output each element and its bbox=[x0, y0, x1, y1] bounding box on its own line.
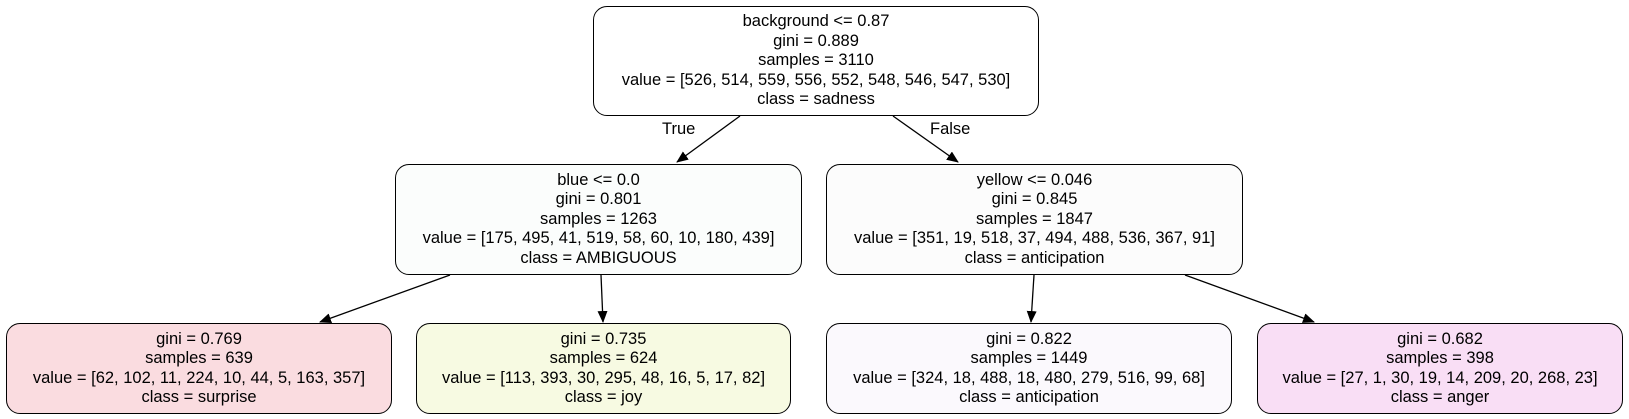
node-samples: samples = 639 bbox=[145, 349, 253, 367]
edge-right-rightright bbox=[1184, 274, 1315, 323]
node-gini: gini = 0.889 bbox=[773, 31, 859, 50]
node-gini: gini = 0.735 bbox=[560, 329, 647, 348]
node-class: class = AMBIGUOUS bbox=[520, 248, 677, 267]
node-class: class = anticipation bbox=[959, 388, 1099, 406]
node-class: class = surprise bbox=[141, 388, 257, 406]
tree-leaf-left-left: gini = 0.769 samples = 639 value = [62, … bbox=[6, 323, 392, 414]
node-value: value = [526, 514, 559, 556, 552, 548, 5… bbox=[621, 70, 1011, 89]
tree-leaf-right-left: gini = 0.822 samples = 1449 value = [324… bbox=[826, 323, 1232, 414]
node-samples: samples = 3110 bbox=[758, 51, 874, 70]
edge-right-rightleft bbox=[1026, 274, 1037, 323]
node-gini: gini = 0.801 bbox=[555, 190, 642, 209]
node-value: value = [113, 393, 30, 295, 48, 16, 5, 1… bbox=[441, 368, 766, 387]
node-samples: samples = 1449 bbox=[970, 349, 1088, 367]
node-samples: samples = 1263 bbox=[540, 209, 657, 228]
node-value: value = [351, 19, 518, 37, 494, 488, 536… bbox=[853, 229, 1215, 248]
edge-left-leftleft bbox=[319, 274, 451, 323]
edge-left-leftright bbox=[597, 274, 608, 323]
node-gini: gini = 0.769 bbox=[156, 329, 242, 348]
node-split-rule: background <= 0.87 bbox=[742, 12, 890, 31]
node-value: value = [175, 495, 41, 519, 58, 60, 10, … bbox=[422, 229, 775, 248]
node-value: value = [62, 102, 11, 224, 10, 44, 5, 16… bbox=[32, 368, 366, 387]
tree-node-root: background <= 0.87 gini = 0.889 samples … bbox=[593, 6, 1039, 116]
node-gini: gini = 0.822 bbox=[986, 329, 1072, 348]
node-samples: samples = 398 bbox=[1386, 349, 1494, 367]
node-class: class = joy bbox=[564, 388, 643, 406]
node-samples: samples = 624 bbox=[549, 349, 658, 367]
edge-label-true: True bbox=[662, 120, 696, 138]
tree-leaf-left-right: gini = 0.735 samples = 624 value = [113,… bbox=[416, 323, 791, 414]
node-class: class = anticipation bbox=[964, 248, 1105, 267]
edge-root-left bbox=[676, 115, 741, 163]
node-gini: gini = 0.682 bbox=[1397, 329, 1483, 348]
node-samples: samples = 1847 bbox=[976, 209, 1093, 228]
node-split-rule: yellow <= 0.046 bbox=[976, 170, 1093, 189]
tree-leaf-right-right: gini = 0.682 samples = 398 value = [27, … bbox=[1257, 323, 1623, 414]
tree-node-right: yellow <= 0.046 gini = 0.845 samples = 1… bbox=[826, 164, 1243, 275]
tree-node-left: blue <= 0.0 gini = 0.801 samples = 1263 … bbox=[395, 164, 802, 275]
edge-root-right bbox=[892, 115, 959, 163]
node-class: class = sadness bbox=[757, 90, 875, 109]
node-value: value = [324, 18, 488, 18, 480, 279, 516… bbox=[853, 368, 1205, 387]
edge-label-false: False bbox=[930, 120, 971, 138]
node-gini: gini = 0.845 bbox=[991, 190, 1078, 209]
node-value: value = [27, 1, 30, 19, 14, 209, 20, 268… bbox=[1282, 368, 1598, 387]
node-split-rule: blue <= 0.0 bbox=[557, 170, 640, 189]
node-class: class = anger bbox=[1390, 388, 1490, 406]
